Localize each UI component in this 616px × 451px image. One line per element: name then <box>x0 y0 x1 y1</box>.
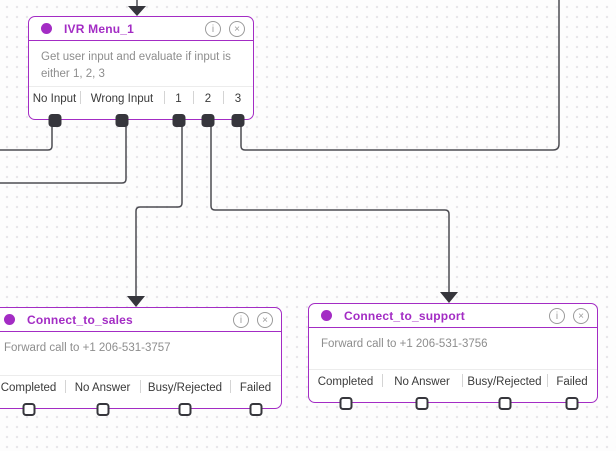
status-dot-icon <box>321 310 332 321</box>
port-label: 2 <box>204 93 212 105</box>
port-label: Busy/Rejected <box>467 376 542 388</box>
node-title: Connect_to_sales <box>27 312 133 327</box>
port-connector-square[interactable] <box>249 403 262 416</box>
port-connector-square[interactable] <box>22 403 35 416</box>
connector-no-input[interactable] <box>0 121 53 151</box>
port-label: No Answer <box>394 376 450 388</box>
port-completed[interactable]: Completed <box>309 370 382 410</box>
port-busy-rejected[interactable]: Busy/Rejected <box>462 370 547 410</box>
port-label: Wrong Input <box>90 93 154 105</box>
status-dot-icon <box>41 23 52 34</box>
ports-row: Completed No Answer Busy/Rejected Failed <box>0 375 281 416</box>
status-dot-icon <box>4 314 15 325</box>
port-connector-square[interactable] <box>48 114 61 127</box>
port-connector-square[interactable] <box>96 403 109 416</box>
port-wrong-input[interactable]: Wrong Input <box>80 87 164 127</box>
port-no-input[interactable]: No Input <box>29 87 80 127</box>
node-description: Forward call to +1 206-531-3757 <box>4 342 171 354</box>
connector-2-to-support[interactable] <box>210 121 450 293</box>
node-title: Connect_to_support <box>344 308 465 323</box>
port-connector-square[interactable] <box>172 114 185 127</box>
node-description: Get user input and evaluate if input is … <box>41 51 231 80</box>
node-connect-to-sales[interactable]: Connect_to_sales i × Forward call to +1 … <box>0 307 282 416</box>
info-icon[interactable]: i <box>549 307 565 324</box>
arrowhead-into-support <box>440 292 458 303</box>
port-completed[interactable]: Completed <box>0 376 65 416</box>
port-label: Failed <box>239 382 272 394</box>
node-header: Connect_to_support i × <box>309 304 597 328</box>
connector-1-to-sales[interactable] <box>135 121 183 297</box>
arrowhead-into-sales <box>127 296 145 307</box>
port-connector-square[interactable] <box>498 397 511 410</box>
ports-row: No Input Wrong Input 1 2 3 <box>29 86 253 127</box>
port-1[interactable]: 1 <box>164 87 193 127</box>
port-busy-rejected[interactable]: Busy/Rejected <box>140 376 230 416</box>
port-label: Busy/Rejected <box>147 382 223 394</box>
port-failed[interactable]: Failed <box>230 376 281 416</box>
port-connector-square[interactable] <box>565 397 579 410</box>
port-label: Completed <box>0 382 57 394</box>
node-description: Forward call to +1 206-531-3756 <box>321 338 488 350</box>
port-label: 1 <box>175 93 182 105</box>
ports-row: Completed No Answer Busy/Rejected Failed <box>309 369 597 410</box>
port-connector-square[interactable] <box>178 403 192 416</box>
port-label: No Input <box>32 93 77 105</box>
port-label: No Answer <box>74 382 131 394</box>
port-connector-square[interactable] <box>415 397 429 410</box>
node-header: IVR Menu_1 i × <box>29 17 253 41</box>
node-header: Connect_to_sales i × <box>0 308 281 332</box>
port-no-answer[interactable]: No Answer <box>65 376 140 416</box>
port-failed[interactable]: Failed <box>547 370 597 410</box>
close-icon[interactable]: × <box>257 311 273 328</box>
info-icon[interactable]: i <box>205 20 221 37</box>
port-label: 3 <box>234 93 242 105</box>
port-label: Failed <box>556 376 588 388</box>
port-no-answer[interactable]: No Answer <box>382 370 462 410</box>
node-title: IVR Menu_1 <box>64 21 135 36</box>
info-icon[interactable]: i <box>233 311 249 328</box>
port-connector-square[interactable] <box>115 114 129 127</box>
close-icon[interactable]: × <box>229 20 245 37</box>
arrowhead-into-ivr-menu <box>128 6 146 16</box>
connector-wrong-input[interactable] <box>0 121 127 184</box>
node-ivr-menu[interactable]: IVR Menu_1 i × Get user input and evalua… <box>28 16 254 127</box>
node-connect-to-support[interactable]: Connect_to_support i × Forward call to +… <box>308 303 598 410</box>
connector-3-offscreen[interactable] <box>240 0 560 151</box>
port-3[interactable]: 3 <box>223 87 253 127</box>
port-label: Completed <box>317 376 374 388</box>
port-connector-square[interactable] <box>231 114 245 127</box>
port-connector-square[interactable] <box>339 397 352 410</box>
close-icon[interactable]: × <box>573 307 589 324</box>
port-connector-square[interactable] <box>201 114 215 127</box>
port-2[interactable]: 2 <box>193 87 223 127</box>
